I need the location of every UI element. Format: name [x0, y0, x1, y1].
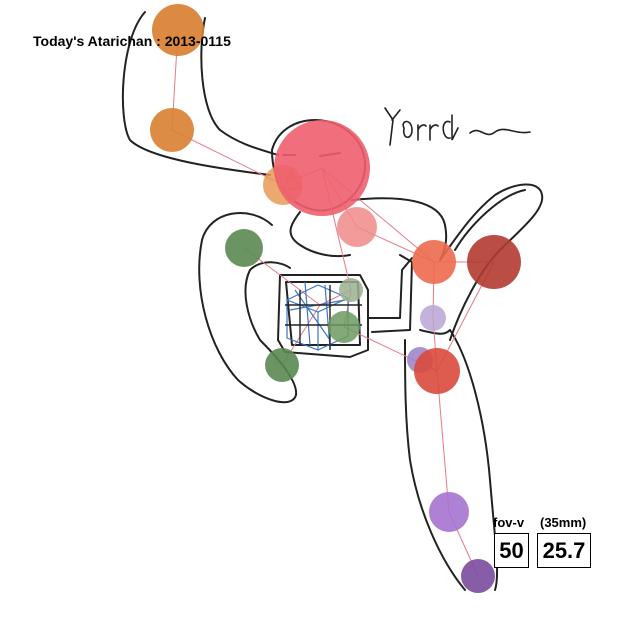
foot-joint — [461, 559, 495, 593]
hand-green-lower-joint — [265, 348, 299, 382]
hand-left-joint — [152, 4, 204, 56]
elbow-left-joint — [150, 108, 194, 152]
knee-joint — [429, 492, 469, 532]
waist-joint — [328, 311, 360, 343]
shoulder-right-joint — [412, 240, 456, 284]
scribble-yorrd — [384, 107, 531, 146]
chest-joint — [339, 278, 363, 302]
hand-green-joint — [225, 229, 263, 267]
spine-joint — [420, 305, 446, 331]
fov-label: fov-v — [493, 515, 525, 530]
figure-outline — [121, 11, 544, 591]
neck-joint — [337, 207, 377, 247]
joints — [150, 4, 521, 593]
head-joint — [274, 120, 370, 216]
mm-value-box[interactable]: 25.7 — [537, 533, 591, 568]
elbow-right-joint — [467, 235, 521, 289]
fov-value-box[interactable]: 50 — [494, 533, 529, 568]
mm-label: (35mm) — [540, 515, 587, 530]
page-title: Today's Atarichan : 2013-0115 — [33, 33, 231, 49]
torso-grid — [285, 285, 362, 350]
hip-joint — [414, 348, 460, 394]
